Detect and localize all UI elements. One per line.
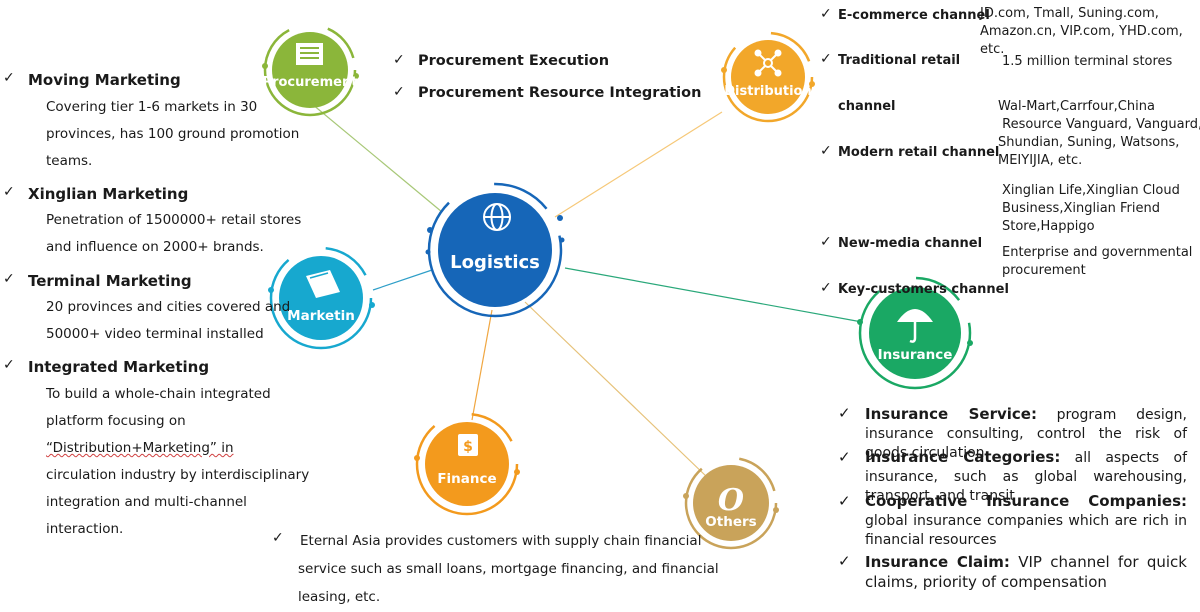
check-icon: ✓	[838, 404, 851, 422]
insurance-item-title: Insurance Service:	[865, 405, 1037, 423]
letter-o-icon: O	[718, 483, 744, 518]
channel-detail: Amazon.cn, VIP.com, YHD.com, etc.	[980, 24, 1183, 57]
finance-text-line: leasing, etc.	[298, 589, 381, 605]
procurement-item: Procurement Resource Integration	[418, 85, 702, 101]
finance-node[interactable]: $	[414, 412, 520, 516]
others-label: Others	[705, 514, 757, 530]
channel-detail: Resource Vanguard, Vanguard,	[998, 117, 1200, 132]
check-icon: ✓	[820, 6, 832, 22]
check-icon: ✓	[3, 184, 15, 200]
marketing-item-title: Integrated Marketing	[28, 358, 210, 376]
marketing-node[interactable]	[268, 246, 375, 350]
channel-detail: Wal-Mart,Carrfour,China	[998, 99, 1155, 114]
channel-label-channel: channel	[838, 99, 896, 114]
marketing-item-text: Covering tier 1-6 markets in 30	[46, 99, 258, 115]
umbrella-icon	[897, 309, 933, 343]
connector-insurance	[564, 267, 863, 323]
connector-others	[524, 301, 709, 479]
channel-detail: JD.com, Tmall, Suning.com,	[980, 6, 1159, 21]
marketing-item-text: platform focusing on	[46, 413, 186, 429]
procurement-label: Procurement	[262, 75, 358, 90]
channel-detail: Shundian, Suning, Watsons,	[998, 135, 1180, 150]
finance-text-line: service such as small loans, mortgage fi…	[298, 561, 719, 577]
marketing-item-text: provinces, has 100 ground promotion	[46, 126, 300, 142]
check-icon: ✓	[393, 84, 405, 100]
check-icon: ✓	[3, 70, 15, 86]
svg-text:$: $	[463, 439, 473, 455]
globe-icon	[483, 203, 511, 231]
insurance-item: Cooperative Insurance Companies: global …	[865, 492, 1187, 550]
book-icon	[306, 270, 340, 298]
marketing-item-text: integration and multi-channel	[46, 494, 247, 510]
connector-finance	[471, 309, 493, 421]
insurance-item-title: Insurance Categories:	[865, 448, 1061, 466]
check-icon: ✓	[838, 448, 851, 466]
insurance-node[interactable]	[857, 276, 973, 390]
finance-label: Finance	[437, 471, 497, 487]
channel-label-key: Key-customers channel	[838, 282, 1009, 297]
connector-procurement	[311, 103, 443, 213]
marketing-item-text: “Distribution+Marketing” in	[46, 440, 234, 456]
check-icon: ✓	[820, 280, 832, 296]
marketing-item-text: teams.	[46, 153, 93, 169]
marketing-label: Marketin	[287, 308, 355, 324]
insurance-item-text: global insurance companies which are ric…	[865, 513, 1187, 548]
channel-detail: Business,Xinglian Friend	[1002, 201, 1161, 216]
marketing-item-title: Moving Marketing	[28, 71, 181, 89]
channel-detail: 1.5 million terminal stores	[1002, 54, 1173, 69]
procurement-item: Procurement Execution	[418, 53, 610, 69]
insurance-item: Insurance Service: program design, insur…	[865, 405, 1187, 463]
check-icon: ✓	[820, 51, 832, 67]
finance-text-line: Eternal Asia provides customers with sup…	[300, 533, 702, 549]
distribution-node[interactable]	[721, 31, 815, 123]
channel-detail: MEIYIJIA, etc.	[998, 153, 1083, 168]
channel-label-ecommerce: E-commerce channel	[838, 8, 990, 23]
check-icon: ✓	[838, 492, 851, 510]
channel-label-traditional: Traditional retail	[838, 53, 961, 68]
insurance-item-text: program design, insurance consulting, co…	[865, 407, 1187, 461]
check-icon: ✓	[820, 234, 832, 250]
channel-label-newmedia: New-media channel	[838, 236, 983, 251]
insurance-label: Insurance	[877, 347, 953, 363]
marketing-item-text: Penetration of 1500000+ retail stores	[46, 212, 302, 228]
insurance-item-title: Cooperative Insurance Companies:	[865, 492, 1187, 510]
marketing-item-text: interaction.	[46, 521, 124, 537]
marketing-item-text: To build a whole-chain integrated	[46, 386, 271, 402]
check-icon: ✓	[3, 271, 15, 287]
logistics-center-node[interactable]	[425, 182, 565, 318]
insurance-item: Insurance Claim: VIP channel for quick c…	[865, 552, 1187, 592]
channel-detail: Store,Happigo	[1002, 219, 1095, 234]
marketing-item-text: circulation industry by interdisciplinar…	[46, 467, 310, 483]
document-icon	[296, 43, 323, 65]
check-icon: ✓	[820, 143, 832, 159]
logistics-label: Logistics	[450, 252, 540, 273]
marketing-item-title: Terminal Marketing	[28, 272, 192, 290]
check-icon: ✓	[838, 552, 851, 570]
marketing-item-text: 20 provinces and cities covered and	[46, 299, 291, 315]
marketing-item-text: 50000+ video terminal installed	[46, 326, 264, 342]
channel-detail: Enterprise and governmental	[1002, 245, 1193, 260]
money-bag-icon: $	[458, 434, 478, 456]
insurance-item-text: VIP channel for quick claims, priority o…	[865, 553, 1187, 591]
channel-detail: Xinglian Life,Xinglian Cloud	[1002, 183, 1180, 198]
marketing-item-text: and influence on 2000+ brands.	[46, 239, 264, 255]
check-icon: ✓	[393, 52, 405, 68]
check-icon: ✓	[272, 530, 284, 546]
insurance-item-title: Insurance Claim:	[865, 553, 1010, 571]
channel-detail: procurement	[1002, 263, 1086, 278]
check-icon: ✓	[3, 357, 15, 373]
insurance-item: Insurance Categories: all aspects of ins…	[865, 448, 1187, 506]
marketing-item-title: Xinglian Marketing	[28, 185, 189, 203]
channel-label-modern: Modern retail channel	[838, 145, 1000, 160]
connector-distribution	[554, 111, 723, 218]
connector-marketing	[372, 269, 433, 291]
procurement-node[interactable]	[262, 23, 359, 117]
distribution-label: Distribution	[724, 84, 812, 99]
network-icon	[754, 49, 782, 77]
insurance-item-text: all aspects of insurance, such as global…	[865, 450, 1187, 504]
others-node[interactable]: O	[683, 456, 779, 550]
